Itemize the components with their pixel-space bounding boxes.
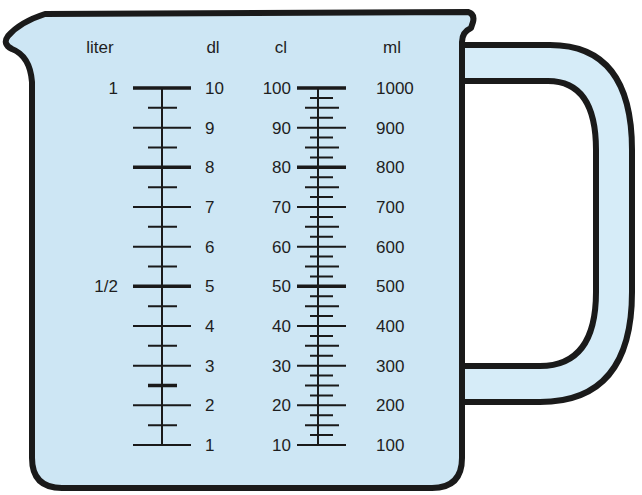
- scale-number: 900: [376, 119, 404, 136]
- unit-heading: dl: [206, 39, 219, 56]
- scale-number: 100: [263, 80, 291, 97]
- scale-number: 3: [205, 357, 214, 374]
- scale-number: 1: [205, 437, 214, 454]
- scale-number: 400: [376, 318, 404, 335]
- unit-heading: cl: [275, 39, 287, 56]
- scale-number: 9: [205, 119, 214, 136]
- scale-number: 1/2: [94, 278, 118, 295]
- scale-number: 40: [272, 318, 291, 335]
- scale-number: 1000: [376, 80, 414, 97]
- scale-number: 5: [205, 278, 214, 295]
- scale-number: 70: [272, 199, 291, 216]
- scale-number: 2: [205, 397, 214, 414]
- scale-number: 20: [272, 397, 291, 414]
- scale-number: 500: [376, 278, 404, 295]
- jug-body: [6, 12, 474, 488]
- scale-number: 4: [205, 318, 214, 335]
- ml-scale: [297, 88, 346, 445]
- scale-number: 30: [272, 357, 291, 374]
- unit-heading: ml: [383, 39, 401, 56]
- ml-scale-bold-ticks: [297, 88, 346, 286]
- scale-number: 600: [376, 238, 404, 255]
- scale-number: 8: [205, 159, 214, 176]
- jug-handle: [455, 45, 632, 402]
- scale-number: 200: [376, 397, 404, 414]
- dl-scale: [133, 88, 191, 445]
- scale-number: 80: [272, 159, 291, 176]
- scale-number: 800: [376, 159, 404, 176]
- scale-number: 60: [272, 238, 291, 255]
- scale-number: 50: [272, 278, 291, 295]
- scale-number: 6: [205, 238, 214, 255]
- scale-number: 100: [376, 437, 404, 454]
- scale-number: 7: [205, 199, 214, 216]
- dl-scale-bold-ticks: [133, 88, 191, 386]
- scale-number: 10: [205, 80, 224, 97]
- scale-number: 300: [376, 357, 404, 374]
- scale-number: 10: [272, 437, 291, 454]
- scale-number: 700: [376, 199, 404, 216]
- scale-number: 90: [272, 119, 291, 136]
- scale-number: 1: [109, 80, 118, 97]
- unit-heading: liter: [86, 39, 113, 56]
